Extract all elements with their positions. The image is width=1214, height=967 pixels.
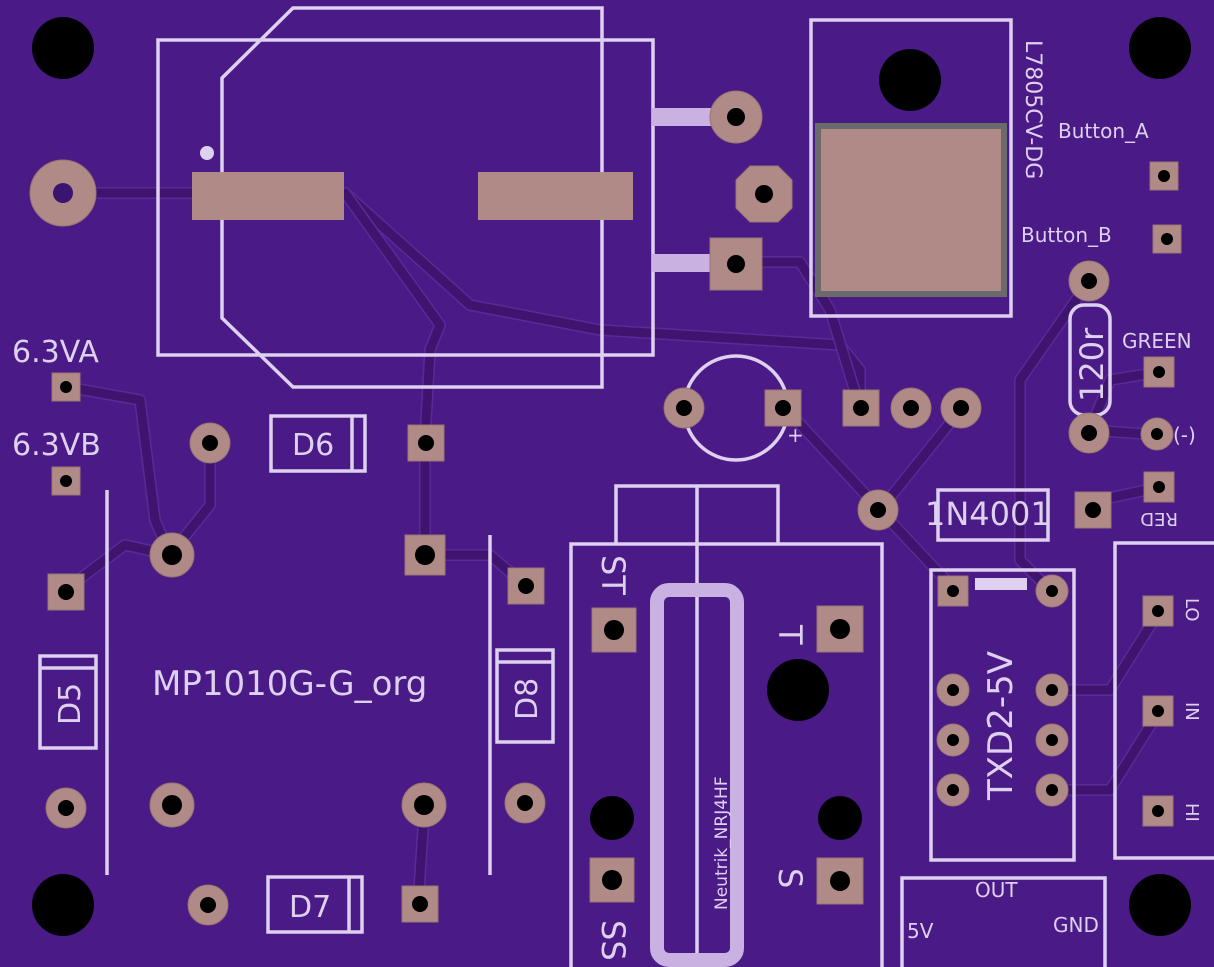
label-t: T (771, 624, 809, 645)
regulator-tab-pad (815, 123, 1007, 297)
mounting-hole-top-left (32, 17, 94, 79)
pad-d8-top (507, 567, 545, 605)
label-txd2: TXD2-5V (981, 651, 1021, 801)
d7-outline (266, 875, 364, 934)
battery-holder-outline (156, 38, 655, 357)
label-button-a: Button_A (1058, 119, 1149, 143)
regulator-mounting-hole (879, 49, 941, 111)
mounting-holes (29, 14, 1191, 936)
label-5v: 5V (907, 919, 934, 943)
label-1n4001: 1N4001 (925, 495, 1051, 533)
pad-jack-st (591, 607, 637, 653)
label-lo: LO (1181, 598, 1202, 622)
silkscreen-labels: 6.3VA 6.3VB D6 D7 D5 D8 MP1010G-G_org L7… (12, 40, 1202, 961)
battery-pad-right (478, 172, 633, 220)
pad-jack-s (816, 857, 864, 905)
pin1-marker (200, 146, 214, 160)
jack-outline (569, 542, 884, 967)
transformer-outline (220, 6, 604, 389)
label-120r: 120r (1073, 327, 1111, 402)
label-d8: D8 (510, 678, 545, 720)
pad-mp-2 (404, 534, 446, 576)
label-mp1010: MP1010G-G_org (152, 664, 427, 704)
label-s: S (771, 868, 809, 888)
output-header-outline (900, 876, 1107, 967)
regulator-outline (809, 18, 1013, 318)
d5-outline (38, 654, 98, 750)
ic-txd2-outline (929, 568, 1076, 862)
jack-slot-outline (650, 583, 744, 967)
label-d5: D5 (53, 683, 88, 725)
component-pads (29, 90, 1182, 926)
label-gnd: GND (1053, 913, 1099, 937)
d8-outline (495, 648, 555, 744)
label-st: ST (594, 555, 632, 595)
label-d6: D6 (292, 428, 334, 463)
label-in: IN (1181, 702, 1202, 721)
ic-pin1-bar (975, 578, 1027, 590)
label-button-b: Button_B (1021, 223, 1112, 247)
switch-outline (1113, 541, 1214, 860)
mounting-hole-bottom-left (32, 874, 94, 936)
jack-hole-s-top (818, 796, 862, 840)
mounting-hole-bottom-right (1129, 874, 1191, 936)
label-red: RED (1140, 508, 1178, 529)
label-minus: (-) (1173, 423, 1196, 447)
silkscreen-outlines (38, 6, 1214, 967)
battery-pad-left (192, 172, 344, 220)
label-63va: 6.3VA (12, 335, 99, 370)
jack-hole-ss-top (590, 796, 634, 840)
label-l7805: L7805CV-DG (1020, 40, 1045, 179)
d6-outline (269, 414, 367, 473)
label-neutrik: Neutrik_NRJ4HF (712, 776, 732, 910)
label-out: OUT (975, 878, 1018, 902)
label-63vb: 6.3VB (12, 428, 101, 463)
label-ss: SS (594, 920, 632, 961)
mounting-hole-top-right (1129, 17, 1191, 79)
diode-1n4001-outline (936, 488, 1050, 542)
label-cap-plus: + (787, 423, 804, 447)
label-d7: D7 (289, 890, 331, 925)
label-green: GREEN (1122, 329, 1192, 353)
label-hi: HI (1181, 803, 1202, 822)
jack-hole-t (767, 659, 829, 721)
